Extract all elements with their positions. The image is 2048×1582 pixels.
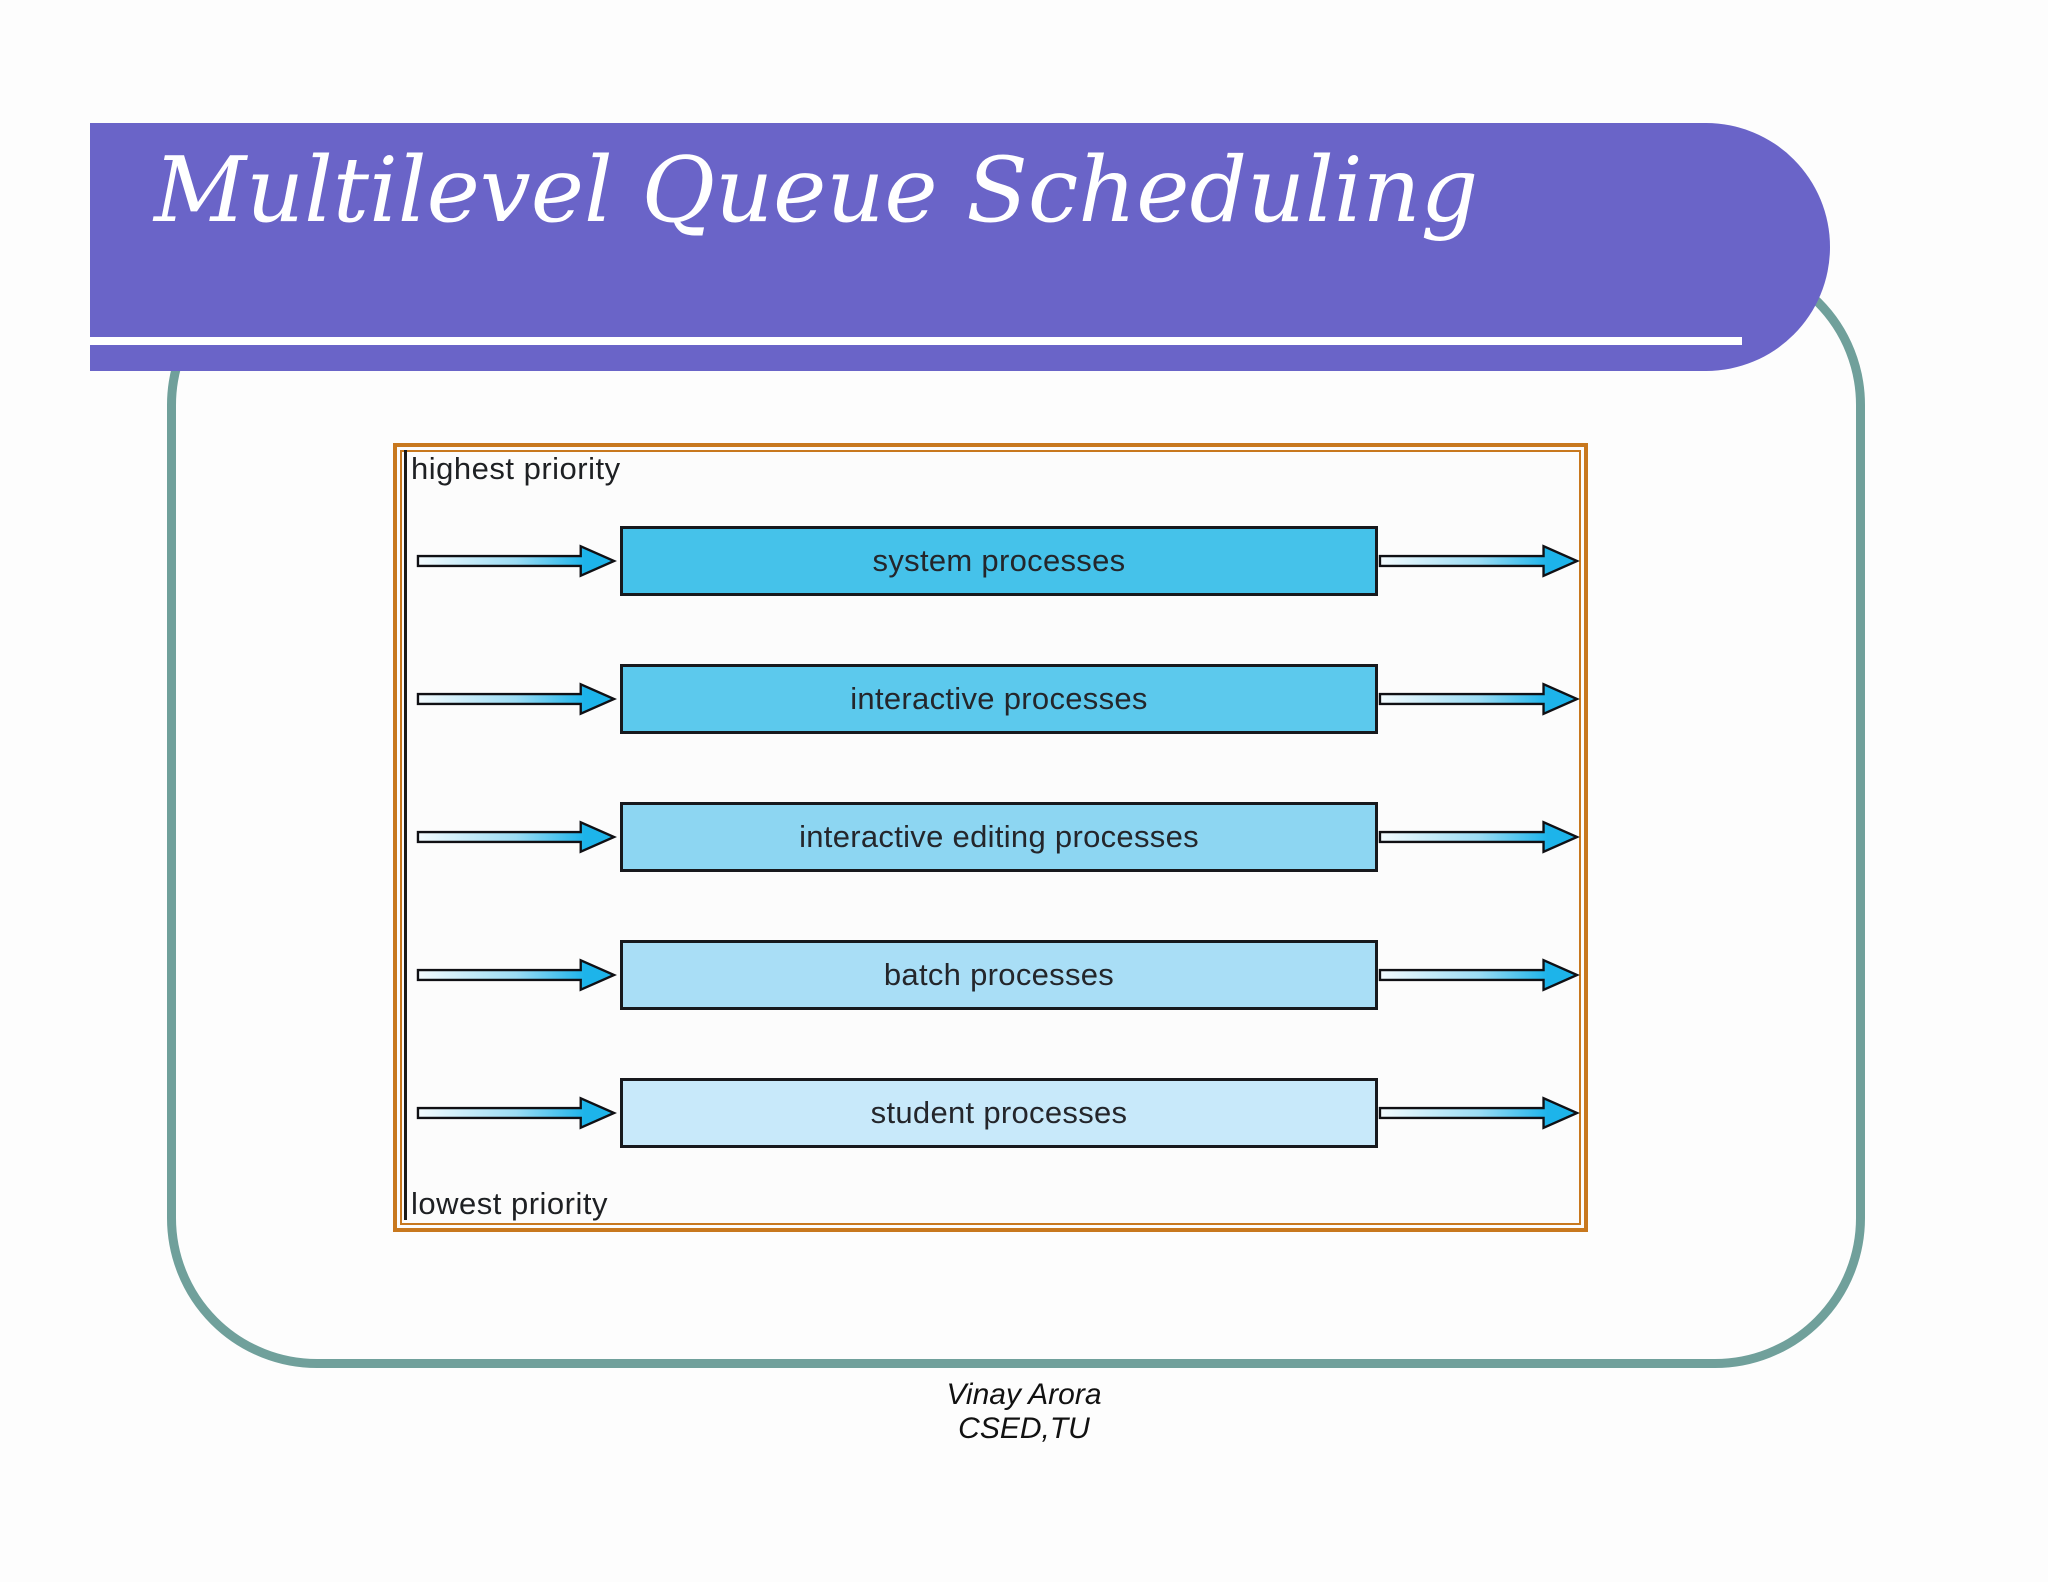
page-title: Multilevel Queue Scheduling — [154, 138, 1479, 243]
title-banner: Multilevel Queue Scheduling — [90, 123, 1830, 371]
arrow-in-icon — [416, 1096, 617, 1130]
priority-axis-line — [404, 450, 407, 1220]
arrow-out-icon — [1378, 958, 1580, 992]
queue-box-interactive: interactive processes — [620, 664, 1378, 734]
arrow-in-icon — [416, 544, 617, 578]
highest-priority-label: highest priority — [411, 451, 621, 486]
arrow-in-icon — [416, 820, 617, 854]
arrow-out-icon — [1378, 682, 1580, 716]
queue-row: interactive processes — [397, 664, 1584, 734]
title-underline — [90, 337, 1742, 345]
arrow-out-icon — [1378, 544, 1580, 578]
queue-row: system processes — [397, 526, 1584, 596]
queue-box-system: system processes — [620, 526, 1378, 596]
queue-row: interactive editing processes — [397, 802, 1584, 872]
footer: Vinay Arora CSED,TU — [0, 1378, 2048, 1445]
queue-box-interactive-editing: interactive editing processes — [620, 802, 1378, 872]
footer-author: Vinay Arora — [946, 1378, 1102, 1411]
queue-row: student processes — [397, 1078, 1584, 1148]
lowest-priority-label: lowest priority — [411, 1186, 608, 1221]
queue-box-batch: batch processes — [620, 940, 1378, 1010]
multilevel-queue-diagram: highest priority lowest priority system … — [393, 443, 1588, 1232]
arrow-out-icon — [1378, 1096, 1580, 1130]
arrow-in-icon — [416, 682, 617, 716]
queue-row: batch processes — [397, 940, 1584, 1010]
arrow-out-icon — [1378, 820, 1580, 854]
queue-box-student: student processes — [620, 1078, 1378, 1148]
footer-department: CSED,TU — [958, 1411, 1090, 1445]
arrow-in-icon — [416, 958, 617, 992]
